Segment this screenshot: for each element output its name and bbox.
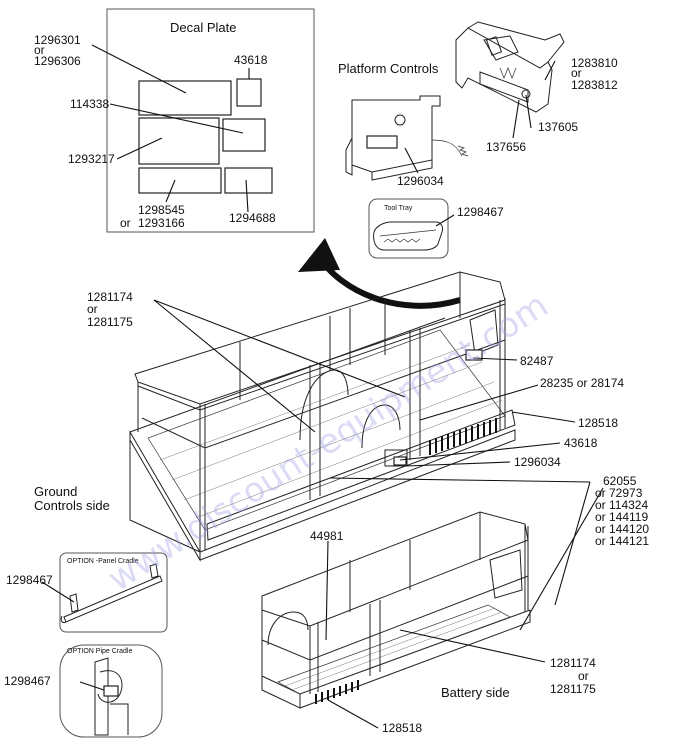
- option-pipe-cradle: OPTION Pipe Cradle 1298467: [4, 644, 163, 738]
- label-72973: or 72973: [595, 486, 643, 500]
- decal-1293217: [138, 117, 220, 165]
- label-128518-right: 128518: [578, 416, 618, 430]
- label-1294688: 1294688: [229, 211, 276, 225]
- label-1281174-bottom: 1281174: [550, 656, 596, 670]
- label-1298467-tool-tray: 1298467: [457, 205, 504, 219]
- main-platform: 1281174 or 1281175 82487 28235 or 28174 …: [34, 271, 624, 562]
- label-114324: or 114324: [595, 498, 648, 512]
- decal-1296034-controls: [366, 135, 398, 149]
- label-or: or: [87, 302, 98, 316]
- label-1281175-top: 1281175: [87, 315, 133, 329]
- label-144120: or 144120: [595, 522, 649, 536]
- ground-side-line2: Controls side: [34, 498, 110, 513]
- label-114338: 114338: [70, 97, 109, 111]
- callout-62055-group: 62055 or 72973 or 114324 or 144119 or 14…: [519, 474, 649, 631]
- label-28235: 28235 or 28174: [540, 376, 624, 390]
- label-1296301: 1296301: [34, 33, 81, 47]
- decal-plate-title: Decal Plate: [170, 20, 236, 35]
- label-or: or: [120, 216, 131, 230]
- label-1298467-panel: 1298467: [6, 573, 53, 587]
- label-1296034-main: 1296034: [514, 455, 561, 469]
- label-1296306: 1296306: [34, 54, 81, 68]
- label-1283810: 1283810: [571, 56, 618, 70]
- pipe-cradle-title: OPTION Pipe Cradle: [67, 648, 132, 655]
- label-137605: 137605: [538, 120, 578, 134]
- tool-tray-title: Tool Tray: [384, 205, 413, 212]
- decal-1294688: [224, 167, 273, 194]
- label-137656: 137656: [486, 140, 526, 154]
- label-1293217: 1293217: [68, 152, 115, 166]
- curved-arrow: [298, 238, 461, 309]
- platform-controls-title: Platform Controls: [338, 61, 439, 76]
- decal-1296301: [138, 80, 232, 116]
- decal-43618: [236, 78, 262, 107]
- label-62055: 62055: [603, 474, 637, 488]
- battery-platform: 44981 1281174 or 1281175 Battery side 12…: [261, 511, 596, 735]
- label-82487: 82487: [520, 354, 554, 368]
- battery-side-label: Battery side: [441, 685, 510, 700]
- tool-tray-panel: Tool Tray 1298467: [368, 198, 504, 259]
- platform-controls: Platform Controls 1296034 1283810 or 128…: [338, 21, 618, 188]
- label-128518-bottom: 128518: [382, 721, 422, 735]
- label-1296034-controls: 1296034: [397, 174, 444, 188]
- decal-plate-panel: Decal Plate 1296301 or 1296306 43618 114…: [34, 8, 315, 233]
- label-43618: 43618: [234, 53, 268, 67]
- label-or: or: [578, 669, 589, 683]
- panel-cradle-title: OPTION -Panel Cradle: [67, 558, 139, 565]
- label-43618-main: 43618: [564, 436, 598, 450]
- label-1298467-pipe: 1298467: [4, 674, 51, 688]
- label-44981: 44981: [310, 529, 344, 543]
- label-144119: or 144119: [595, 510, 648, 524]
- label-1293166: 1293166: [138, 216, 185, 230]
- label-144121: or 144121: [595, 534, 649, 548]
- label-or: or: [34, 43, 45, 57]
- label-1281174-top: 1281174: [87, 290, 133, 304]
- label-1298545: 1298545: [138, 203, 185, 217]
- tool-tray-frame: [368, 198, 449, 259]
- panel-cradle-frame: [59, 552, 168, 633]
- label-1281175-bottom: 1281175: [550, 682, 596, 696]
- ground-side-line1: Ground: [34, 484, 77, 499]
- label-1283812: 1283812: [571, 78, 618, 92]
- decal-114338: [222, 118, 266, 152]
- decal-1298545: [138, 167, 222, 194]
- option-panel-cradle: OPTION -Panel Cradle 1298467: [6, 552, 168, 633]
- label-or: or: [571, 66, 582, 80]
